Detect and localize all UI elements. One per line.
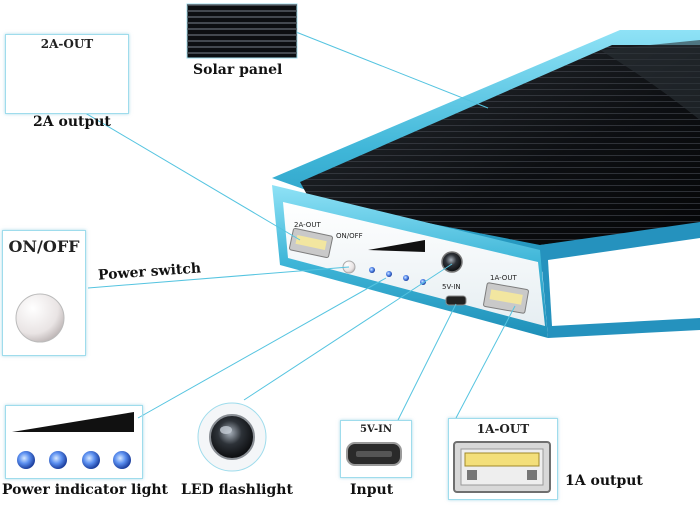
power-bank-body: 2A-OUT ON/OFF 5V-IN 1A-OUT	[272, 30, 700, 338]
power-button-icon	[15, 293, 65, 343]
device-2a-label: 2A-OUT	[294, 221, 321, 229]
inset-on-off: ON/OFF	[2, 230, 86, 356]
inset-indicator	[5, 405, 143, 479]
label-power-indicator: Power indicator light	[2, 482, 169, 498]
inset-input: 5V-IN	[340, 420, 412, 478]
leader-lines	[69, 31, 516, 421]
device-5v-label: 5V-IN	[442, 283, 461, 291]
micro-usb-port-icon	[346, 442, 402, 466]
flashlight-icon	[197, 402, 267, 472]
label-input: Input	[350, 482, 394, 498]
solar-panel-inset	[186, 3, 298, 59]
device-onoff-label: ON/OFF	[336, 232, 363, 240]
label-1a-output: 1A output	[565, 473, 643, 489]
inset-5v-title: 5V-IN	[360, 424, 392, 435]
label-led-flashlight: LED flashlight	[181, 482, 293, 498]
label-solar-panel: Solar panel	[193, 62, 283, 78]
device-1a-label: 1A-OUT	[490, 274, 517, 282]
label-2a-output: 2A output	[33, 114, 111, 130]
inset-2a-output: 2A-OUT	[5, 34, 129, 114]
usb-1a-port-icon	[453, 441, 551, 493]
inset-onoff-title: ON/OFF	[8, 237, 80, 256]
inset-1a-output: 1A-OUT	[448, 418, 558, 500]
inset-2a-title: 2A-OUT	[40, 37, 94, 51]
indicator-lights-icon	[12, 412, 134, 469]
inset-1a-title: 1A-OUT	[476, 422, 530, 436]
